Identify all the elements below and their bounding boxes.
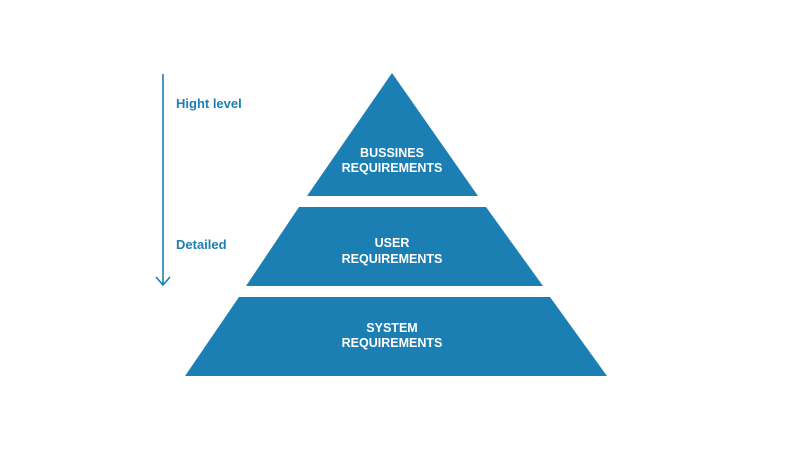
tier-system-shape <box>185 297 607 376</box>
tier-user-label-line2: REQUIREMENTS <box>342 252 443 266</box>
high-level-label: Hight level <box>176 96 242 111</box>
tier-business-label-line1: BUSSINES <box>360 146 424 160</box>
arrow-head <box>155 276 171 287</box>
tier-business-shape <box>307 73 478 196</box>
detailed-label: Detailed <box>176 237 227 252</box>
tier-user-label-line1: USER <box>375 236 410 250</box>
tier-system-label-line1: SYSTEM <box>366 321 417 335</box>
tier-user-shape <box>246 207 543 286</box>
down-arrow-icon <box>155 74 171 287</box>
tier-system-label-line2: REQUIREMENTS <box>342 336 443 350</box>
tier-business-label-line2: REQUIREMENTS <box>342 161 443 175</box>
